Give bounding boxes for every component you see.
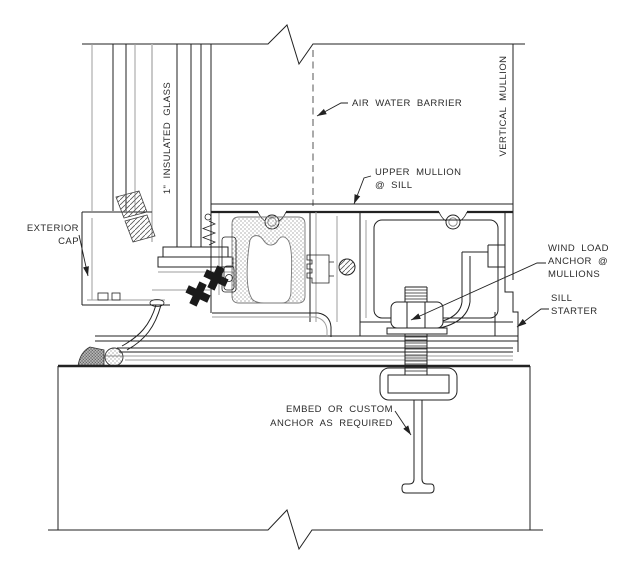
label-upper-mullion-line2: @ SILL: [375, 180, 413, 191]
label-sill-starter-line2: STARTER: [551, 306, 598, 317]
exterior-cap-profile: [81, 211, 170, 306]
label-wind-load-line1: WIND LOAD: [548, 243, 609, 254]
leader-upper-mullion: [353, 175, 372, 205]
glazing-spring-symbol: [201, 213, 217, 246]
fastener-section-circle: [338, 258, 356, 276]
screw-boss-right-inner: [448, 217, 458, 227]
label-vertical-mullion: VERTICAL MULLION: [498, 55, 509, 156]
thermal-insulation: [221, 216, 306, 304]
leader-sill-starter: [516, 308, 549, 328]
embed-anchor-profile: [379, 367, 458, 494]
thermal-break-clip: [306, 254, 334, 284]
glazing-gasket-wedges: [115, 190, 156, 243]
annotations: EXTERIOR CAP 1" INSULATED GLASS AIR WATE…: [27, 55, 609, 429]
gasket-interlock-glyphs: [185, 265, 229, 307]
washer: [386, 327, 448, 335]
bolt-mask: [404, 286, 428, 302]
label-exterior-cap-line2: CAP: [58, 236, 79, 247]
sill-bottom: [95, 312, 518, 342]
label-upper-mullion-line1: UPPER MULLION: [375, 167, 461, 178]
label-insulated-glass: 1" INSULATED GLASS: [162, 82, 173, 194]
leader-embed-anchor: [394, 410, 412, 436]
exterior-cap-face-lines: [91, 44, 136, 211]
insulated-glass-unit: [151, 44, 202, 248]
break-line-bottom: [48, 509, 543, 551]
hex-nut: [390, 301, 444, 329]
label-exterior-cap-line1: EXTERIOR: [27, 223, 79, 234]
leader-lines: [78, 102, 549, 436]
mullion-cavity: [373, 204, 514, 319]
screw-boss-right: [445, 214, 461, 230]
label-embed-anchor-line2: ANCHOR AS REQUIRED: [270, 418, 393, 429]
sill-starter-profile: [494, 280, 519, 352]
break-line-top: [82, 24, 525, 66]
label-air-water-barrier: AIR WATER BARRIER: [352, 98, 462, 109]
sealant-and-backer-rod: [77, 346, 124, 367]
concrete-slab: [57, 364, 531, 530]
leader-air-water-barrier: [316, 102, 348, 117]
label-embed-anchor-line1: EMBED OR CUSTOM: [286, 404, 393, 415]
leader-wind-load-anchor: [410, 262, 546, 321]
label-wind-load-line2: ANCHOR @: [548, 256, 608, 267]
leader-exterior-cap: [78, 234, 89, 277]
label-wind-load-line3: MULLIONS: [548, 269, 600, 280]
label-sill-starter-line1: SILL: [551, 293, 572, 304]
sill-flashing: [103, 299, 513, 361]
